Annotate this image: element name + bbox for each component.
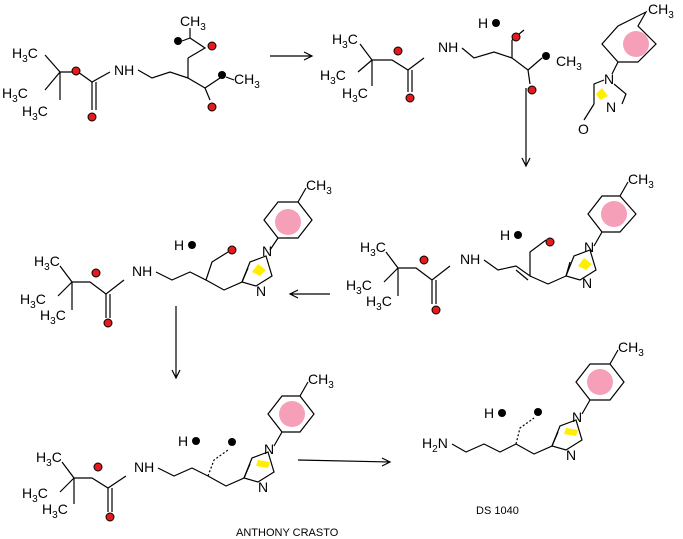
h-label: H	[484, 405, 494, 421]
compound-caption: DS 1040	[476, 505, 519, 517]
hydroxyl-dot	[498, 409, 506, 417]
oxygen-atom	[545, 237, 555, 247]
h3c-label: H3C	[20, 291, 46, 311]
h3c-label: H3C	[2, 85, 28, 105]
molecule-6-ds1040: H2N H N N CH3	[422, 339, 644, 463]
h3c-label: H3C	[320, 67, 346, 87]
oxygen-atom	[227, 245, 237, 255]
nh-label: NH	[460, 251, 480, 267]
reaction-arrow-4	[171, 306, 181, 380]
author-caption: ANTHONY CRASTO	[236, 527, 339, 539]
oxygen-atom	[71, 66, 81, 76]
nh-label: NH	[134, 459, 154, 475]
n-label: N	[258, 479, 268, 495]
ch3-label: CH3	[648, 1, 674, 21]
hydroxyl-dot	[188, 241, 196, 249]
reagent-imidazole-aldehyde: CH3 N N O	[578, 1, 674, 137]
ring-highlight	[252, 264, 266, 276]
ch3-label: CH3	[306, 177, 332, 197]
oxygen-atom	[511, 32, 521, 42]
hydroxyl-dot	[514, 231, 522, 239]
h2n-label: H2N	[422, 435, 448, 455]
h3c-label: H3C	[12, 45, 38, 65]
molecule-5-chiral-boc: H3C H3C H3C NH H N N CH3	[22, 371, 334, 522]
h3c-label: H3C	[366, 293, 392, 313]
oxygen-atom	[93, 462, 103, 472]
oxygen-atom	[419, 255, 429, 265]
ch3-label: CH3	[180, 13, 206, 33]
nh-label: NH	[132, 263, 152, 279]
carbonyl-dot	[228, 438, 236, 446]
ch3-label: CH3	[556, 53, 582, 73]
molecule-1-boc-diester: H3C H3C H3C NH CH3 CH3	[2, 13, 260, 123]
ring-highlight	[256, 460, 270, 468]
ring-highlight	[587, 369, 613, 395]
oxygen-atom	[91, 268, 101, 278]
reaction-arrow-5	[297, 457, 392, 467]
h-label: H	[174, 237, 184, 253]
h3c-label: H3C	[34, 253, 60, 273]
hydroxyl-dot	[492, 19, 500, 27]
molecule-2-boc-monoester: H3C H3C H3C NH H CH3	[320, 15, 582, 105]
h3c-label: H3C	[22, 103, 48, 123]
ring-highlight	[623, 31, 649, 57]
ring-highlight	[578, 258, 592, 270]
h3c-label: H3C	[342, 85, 368, 105]
h3c-label: H3C	[332, 31, 358, 51]
n-label: N	[584, 239, 594, 255]
o-label: O	[578, 121, 589, 137]
h3c-label: H3C	[360, 239, 386, 259]
ch3-label: CH3	[628, 171, 654, 191]
n-label: N	[604, 71, 614, 87]
reaction-arrow-3	[288, 289, 330, 299]
nh-label: NH	[114, 62, 134, 78]
h-label: H	[478, 15, 488, 31]
n-label: N	[264, 441, 274, 457]
n-label: N	[256, 283, 266, 299]
n-label: N	[566, 447, 576, 463]
oxygen-atom	[431, 305, 441, 315]
carbonyl-dot	[534, 408, 542, 416]
h3c-label: H3C	[22, 485, 48, 505]
ch3-label: CH3	[308, 371, 334, 391]
ring-highlight	[564, 428, 578, 436]
oxygen-atom	[527, 85, 537, 95]
ring-highlight	[601, 201, 627, 227]
n-label: N	[262, 243, 272, 259]
n-label: N	[582, 275, 592, 291]
oxygen-atom	[105, 512, 115, 522]
oxygen-atom	[207, 102, 217, 112]
ring-highlight	[596, 88, 608, 100]
reaction-arrow-1	[270, 51, 314, 61]
n-label: N	[606, 99, 616, 115]
reaction-arrow-2	[521, 88, 531, 168]
n-label: N	[572, 409, 582, 425]
h3c-label: H3C	[36, 449, 62, 469]
ch3-label: CH3	[234, 71, 260, 91]
hydroxyl-dot	[174, 37, 182, 45]
ring-highlight	[275, 209, 301, 235]
h3c-label: H3C	[42, 501, 68, 521]
h3c-label: H3C	[40, 307, 66, 327]
h3c-label: H3C	[346, 277, 372, 297]
molecule-4-saturated: H3C H3C H3C NH H N N CH3	[20, 177, 332, 328]
hydroxyl-dot	[192, 437, 200, 445]
h-label: H	[178, 433, 188, 449]
molecule-3-unsaturated: H3C H3C H3C NH H N N CH3	[346, 171, 654, 315]
nh-label: NH	[438, 39, 458, 55]
h-label: H	[500, 227, 510, 243]
ester-oxygen-dot	[218, 71, 226, 79]
oxygen-atom	[103, 318, 113, 328]
ester-oxygen-dot	[542, 52, 550, 60]
ch3-label: CH3	[618, 339, 644, 359]
oxygen-atom	[393, 46, 403, 56]
oxygen-atom	[87, 112, 97, 122]
oxygen-atom	[207, 41, 217, 51]
ring-highlight	[279, 401, 305, 427]
oxygen-atom	[405, 93, 415, 103]
